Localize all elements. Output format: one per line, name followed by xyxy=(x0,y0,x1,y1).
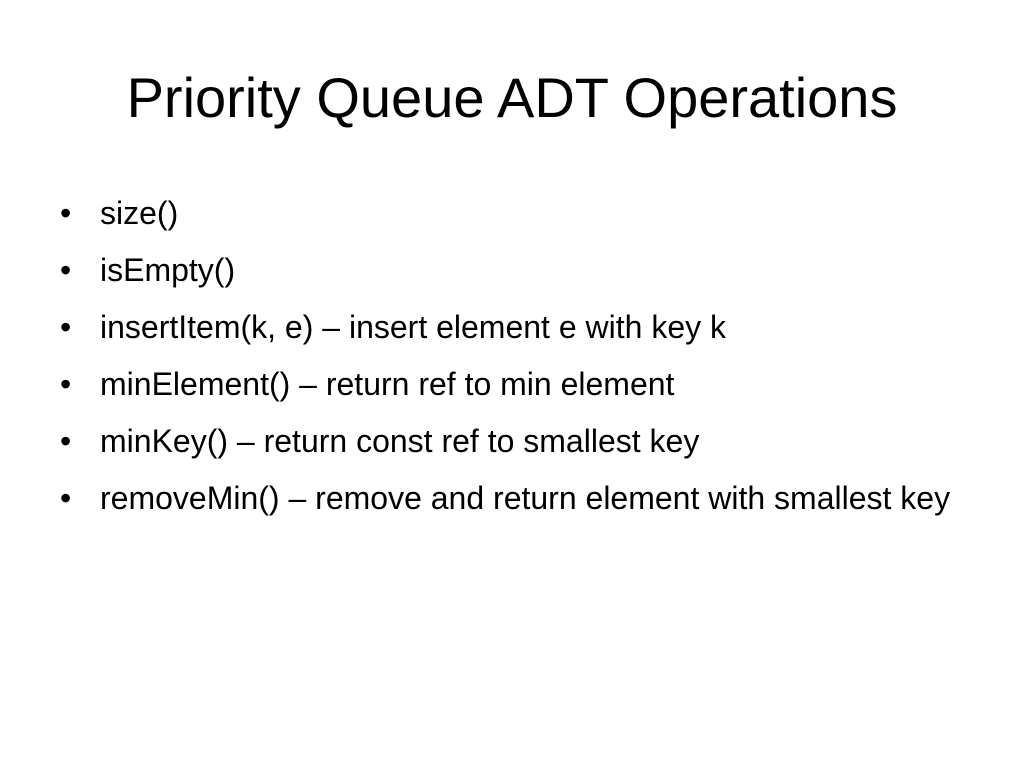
list-item: • size() xyxy=(60,189,960,237)
bullet-text: minElement() – return ref to min element xyxy=(100,366,675,402)
bullet-text: removeMin() – remove and return element … xyxy=(100,480,951,516)
bullet-text: minKey() – return const ref to smallest … xyxy=(100,423,700,459)
bullet-icon: • xyxy=(60,366,72,402)
bullet-text: isEmpty() xyxy=(100,252,236,288)
list-item: • isEmpty() xyxy=(60,246,960,294)
list-item: • removeMin() – remove and return elemen… xyxy=(60,474,960,522)
bullet-icon: • xyxy=(60,423,72,459)
bullet-icon: • xyxy=(60,309,72,345)
bullet-icon: • xyxy=(60,252,72,288)
list-item: • minKey() – return const ref to smalles… xyxy=(60,417,960,465)
bullet-text: size() xyxy=(100,195,179,231)
bullet-text: insertItem(k, e) – insert element e with… xyxy=(100,309,726,345)
bullet-icon: • xyxy=(60,480,72,516)
bullet-icon: • xyxy=(60,195,72,231)
slide-title: Priority Queue ADT Operations xyxy=(126,66,898,129)
bullet-list: • size() • isEmpty() • insertItem(k, e) … xyxy=(60,189,960,522)
list-item: • minElement() – return ref to min eleme… xyxy=(60,360,960,408)
list-item: • insertItem(k, e) – insert element e wi… xyxy=(60,303,960,351)
